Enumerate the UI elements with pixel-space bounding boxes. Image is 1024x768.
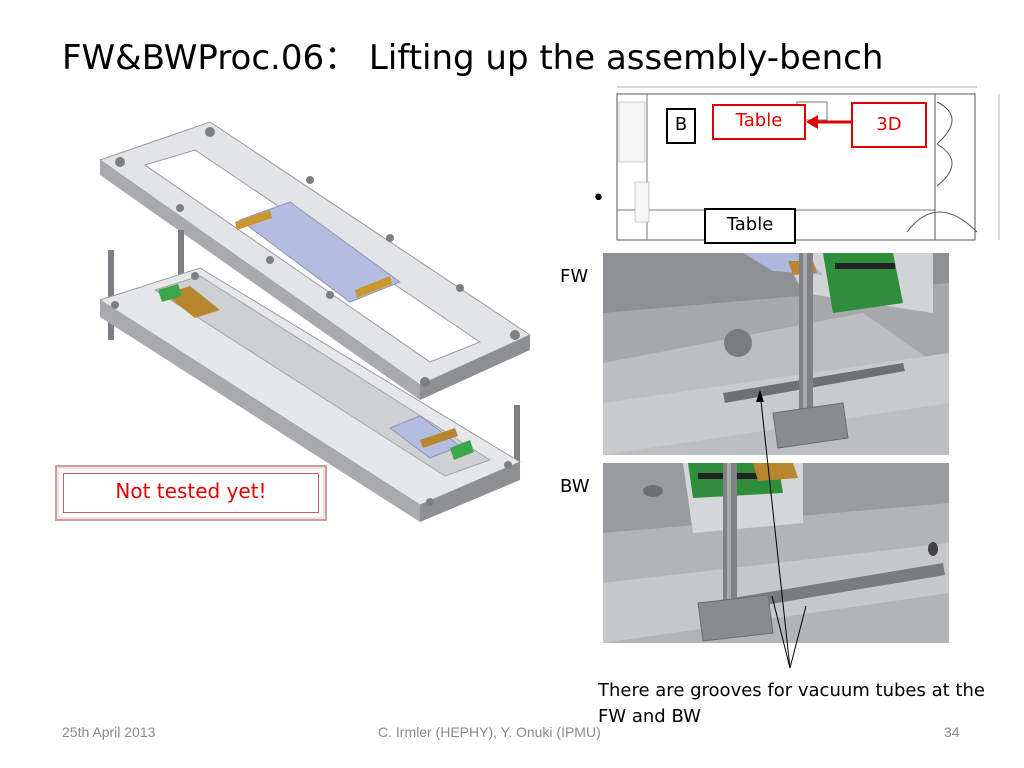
arrow-to-table [806,115,852,129]
assembly-bench-illustration [98,121,532,522]
footer-date: 25th April 2013 [62,724,156,740]
footer-authors: C. Irmler (HEPHY), Y. Onuki (IPMU) [378,724,601,740]
bullet-point: • [592,186,605,211]
table-bottom-box: Table [704,208,796,244]
table-top-box: Table [712,104,806,140]
b-box: B [666,108,696,144]
footer-page-number: 34 [944,724,960,740]
fw-label: FW [560,266,589,287]
fw-closeup-image [603,253,949,455]
not-tested-note: Not tested yet! [55,465,327,521]
three-d-label: 3D [876,114,902,135]
b-label: B [674,114,688,135]
caption-grooves: There are grooves for vacuum tubes at th… [598,680,985,727]
bw-closeup-image [603,463,949,643]
note-inner-border [63,473,319,513]
slide-title: FW&BWProc.06： Lifting up the assembly-be… [62,38,884,78]
bw-label: BW [560,476,590,497]
table-bottom-label: Table [726,214,774,235]
three-d-box: 3D [851,102,927,148]
table-top-label: Table [735,110,783,131]
not-tested-text: Not tested yet! [115,479,267,503]
